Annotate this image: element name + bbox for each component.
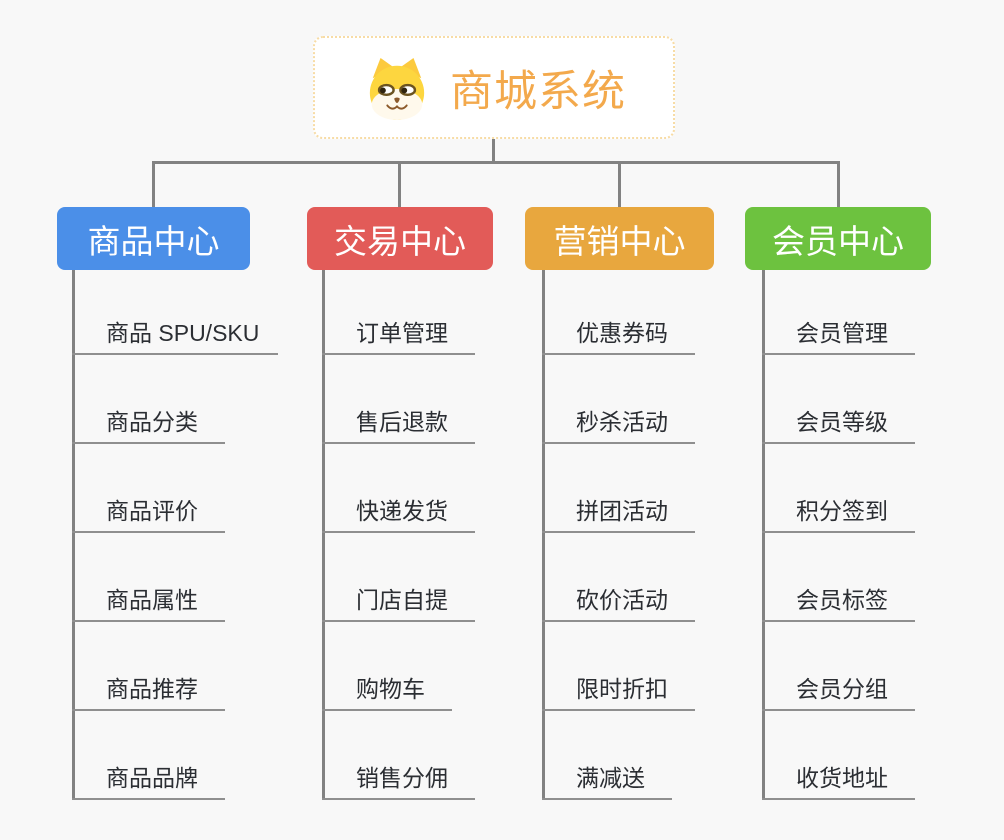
child-node[interactable]: 商品属性 (72, 580, 225, 622)
child-node[interactable]: 商品品牌 (72, 758, 225, 800)
connector-drop-member (837, 161, 840, 207)
child-node[interactable]: 收货地址 (762, 758, 915, 800)
branch-node-product-center[interactable]: 商品中心 (57, 207, 250, 270)
connector-drop-marketing (618, 161, 621, 207)
root-node[interactable]: 商城系统 (313, 36, 675, 139)
child-node[interactable]: 订单管理 (322, 313, 475, 355)
branch-trunk-product (72, 270, 75, 800)
child-node[interactable]: 商品分类 (72, 402, 225, 444)
child-node[interactable]: 会员标签 (762, 580, 915, 622)
child-node[interactable]: 商品 SPU/SKU (72, 313, 278, 355)
connector-drop-product (152, 161, 155, 207)
child-node[interactable]: 门店自提 (322, 580, 475, 622)
child-node[interactable]: 商品评价 (72, 491, 225, 533)
child-node[interactable]: 购物车 (322, 669, 452, 711)
branch-trunk-member (762, 270, 765, 800)
connector-horizontal-bus (152, 161, 840, 164)
child-node[interactable]: 会员管理 (762, 313, 915, 355)
connector-drop-trade (398, 161, 401, 207)
connector-root-stem (492, 139, 495, 164)
child-node[interactable]: 积分签到 (762, 491, 915, 533)
dog-face-icon (362, 56, 432, 120)
child-node[interactable]: 满减送 (542, 758, 672, 800)
branch-node-marketing-center[interactable]: 营销中心 (525, 207, 714, 270)
branch-trunk-trade (322, 270, 325, 800)
child-node[interactable]: 快递发货 (322, 491, 475, 533)
root-title: 商城系统 (450, 67, 626, 116)
branch-node-member-center[interactable]: 会员中心 (745, 207, 931, 270)
child-node[interactable]: 优惠券码 (542, 313, 695, 355)
child-node[interactable]: 商品推荐 (72, 669, 225, 711)
branch-node-trade-center[interactable]: 交易中心 (307, 207, 493, 270)
child-node[interactable]: 会员等级 (762, 402, 915, 444)
child-node[interactable]: 会员分组 (762, 669, 915, 711)
child-node[interactable]: 秒杀活动 (542, 402, 695, 444)
child-node[interactable]: 限时折扣 (542, 669, 695, 711)
child-node[interactable]: 拼团活动 (542, 491, 695, 533)
branch-trunk-marketing (542, 270, 545, 800)
child-node[interactable]: 售后退款 (322, 402, 475, 444)
child-node[interactable]: 销售分佣 (322, 758, 475, 800)
child-node[interactable]: 砍价活动 (542, 580, 695, 622)
